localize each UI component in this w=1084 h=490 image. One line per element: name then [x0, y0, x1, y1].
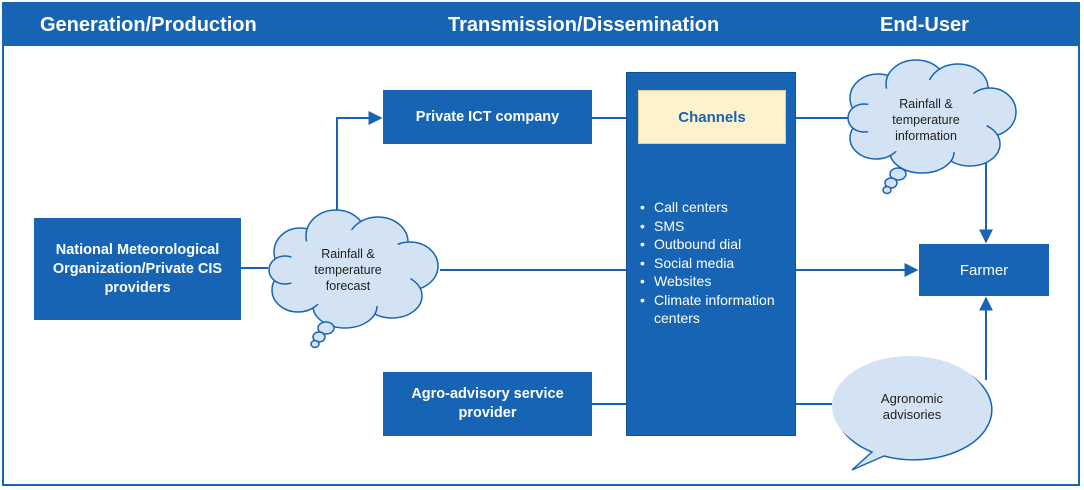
forecast-cloud-label: Rainfall & temperature forecast	[314, 247, 382, 293]
header-generation: Generation/Production	[40, 14, 257, 36]
farmer-box: Farmer	[919, 244, 1049, 296]
channels-list: Call centers SMS Outbound dial Social me…	[638, 198, 794, 328]
ict-box: Private ICT company	[383, 90, 592, 144]
channel-item: Outbound dial	[638, 235, 794, 254]
ict-label: Private ICT company	[415, 108, 560, 125]
forecast-cloud	[268, 209, 439, 329]
header-enduser: End-User	[880, 14, 969, 36]
farmer-label: Farmer	[959, 261, 1009, 279]
channels-header: Channels	[638, 90, 786, 144]
nmo-box: National Meteorological Organization/Pri…	[34, 218, 241, 320]
channel-item: Climate information centers	[638, 291, 794, 328]
channel-item: Call centers	[638, 198, 794, 217]
channel-item: Social media	[638, 254, 794, 273]
agro-label: Agro-advisory service provider	[411, 386, 564, 421]
forecast-cloud-puffs	[310, 321, 335, 349]
channel-item: SMS	[638, 217, 794, 236]
channel-item: Websites	[638, 272, 794, 291]
arrow-cloud-to-ict	[336, 111, 383, 222]
info-cloud-puffs	[882, 167, 907, 195]
info-cloud-label: Rainfall & temperature information	[892, 97, 960, 143]
nmo-label: National Meteorological Organization/Pri…	[52, 241, 223, 296]
agro-box: Agro-advisory service provider	[383, 372, 592, 436]
header-transmission: Transmission/Dissemination	[448, 14, 720, 36]
info-cloud	[847, 59, 1017, 174]
advisories-label: Agronomic advisories	[880, 391, 944, 422]
header-bar	[4, 4, 1080, 46]
